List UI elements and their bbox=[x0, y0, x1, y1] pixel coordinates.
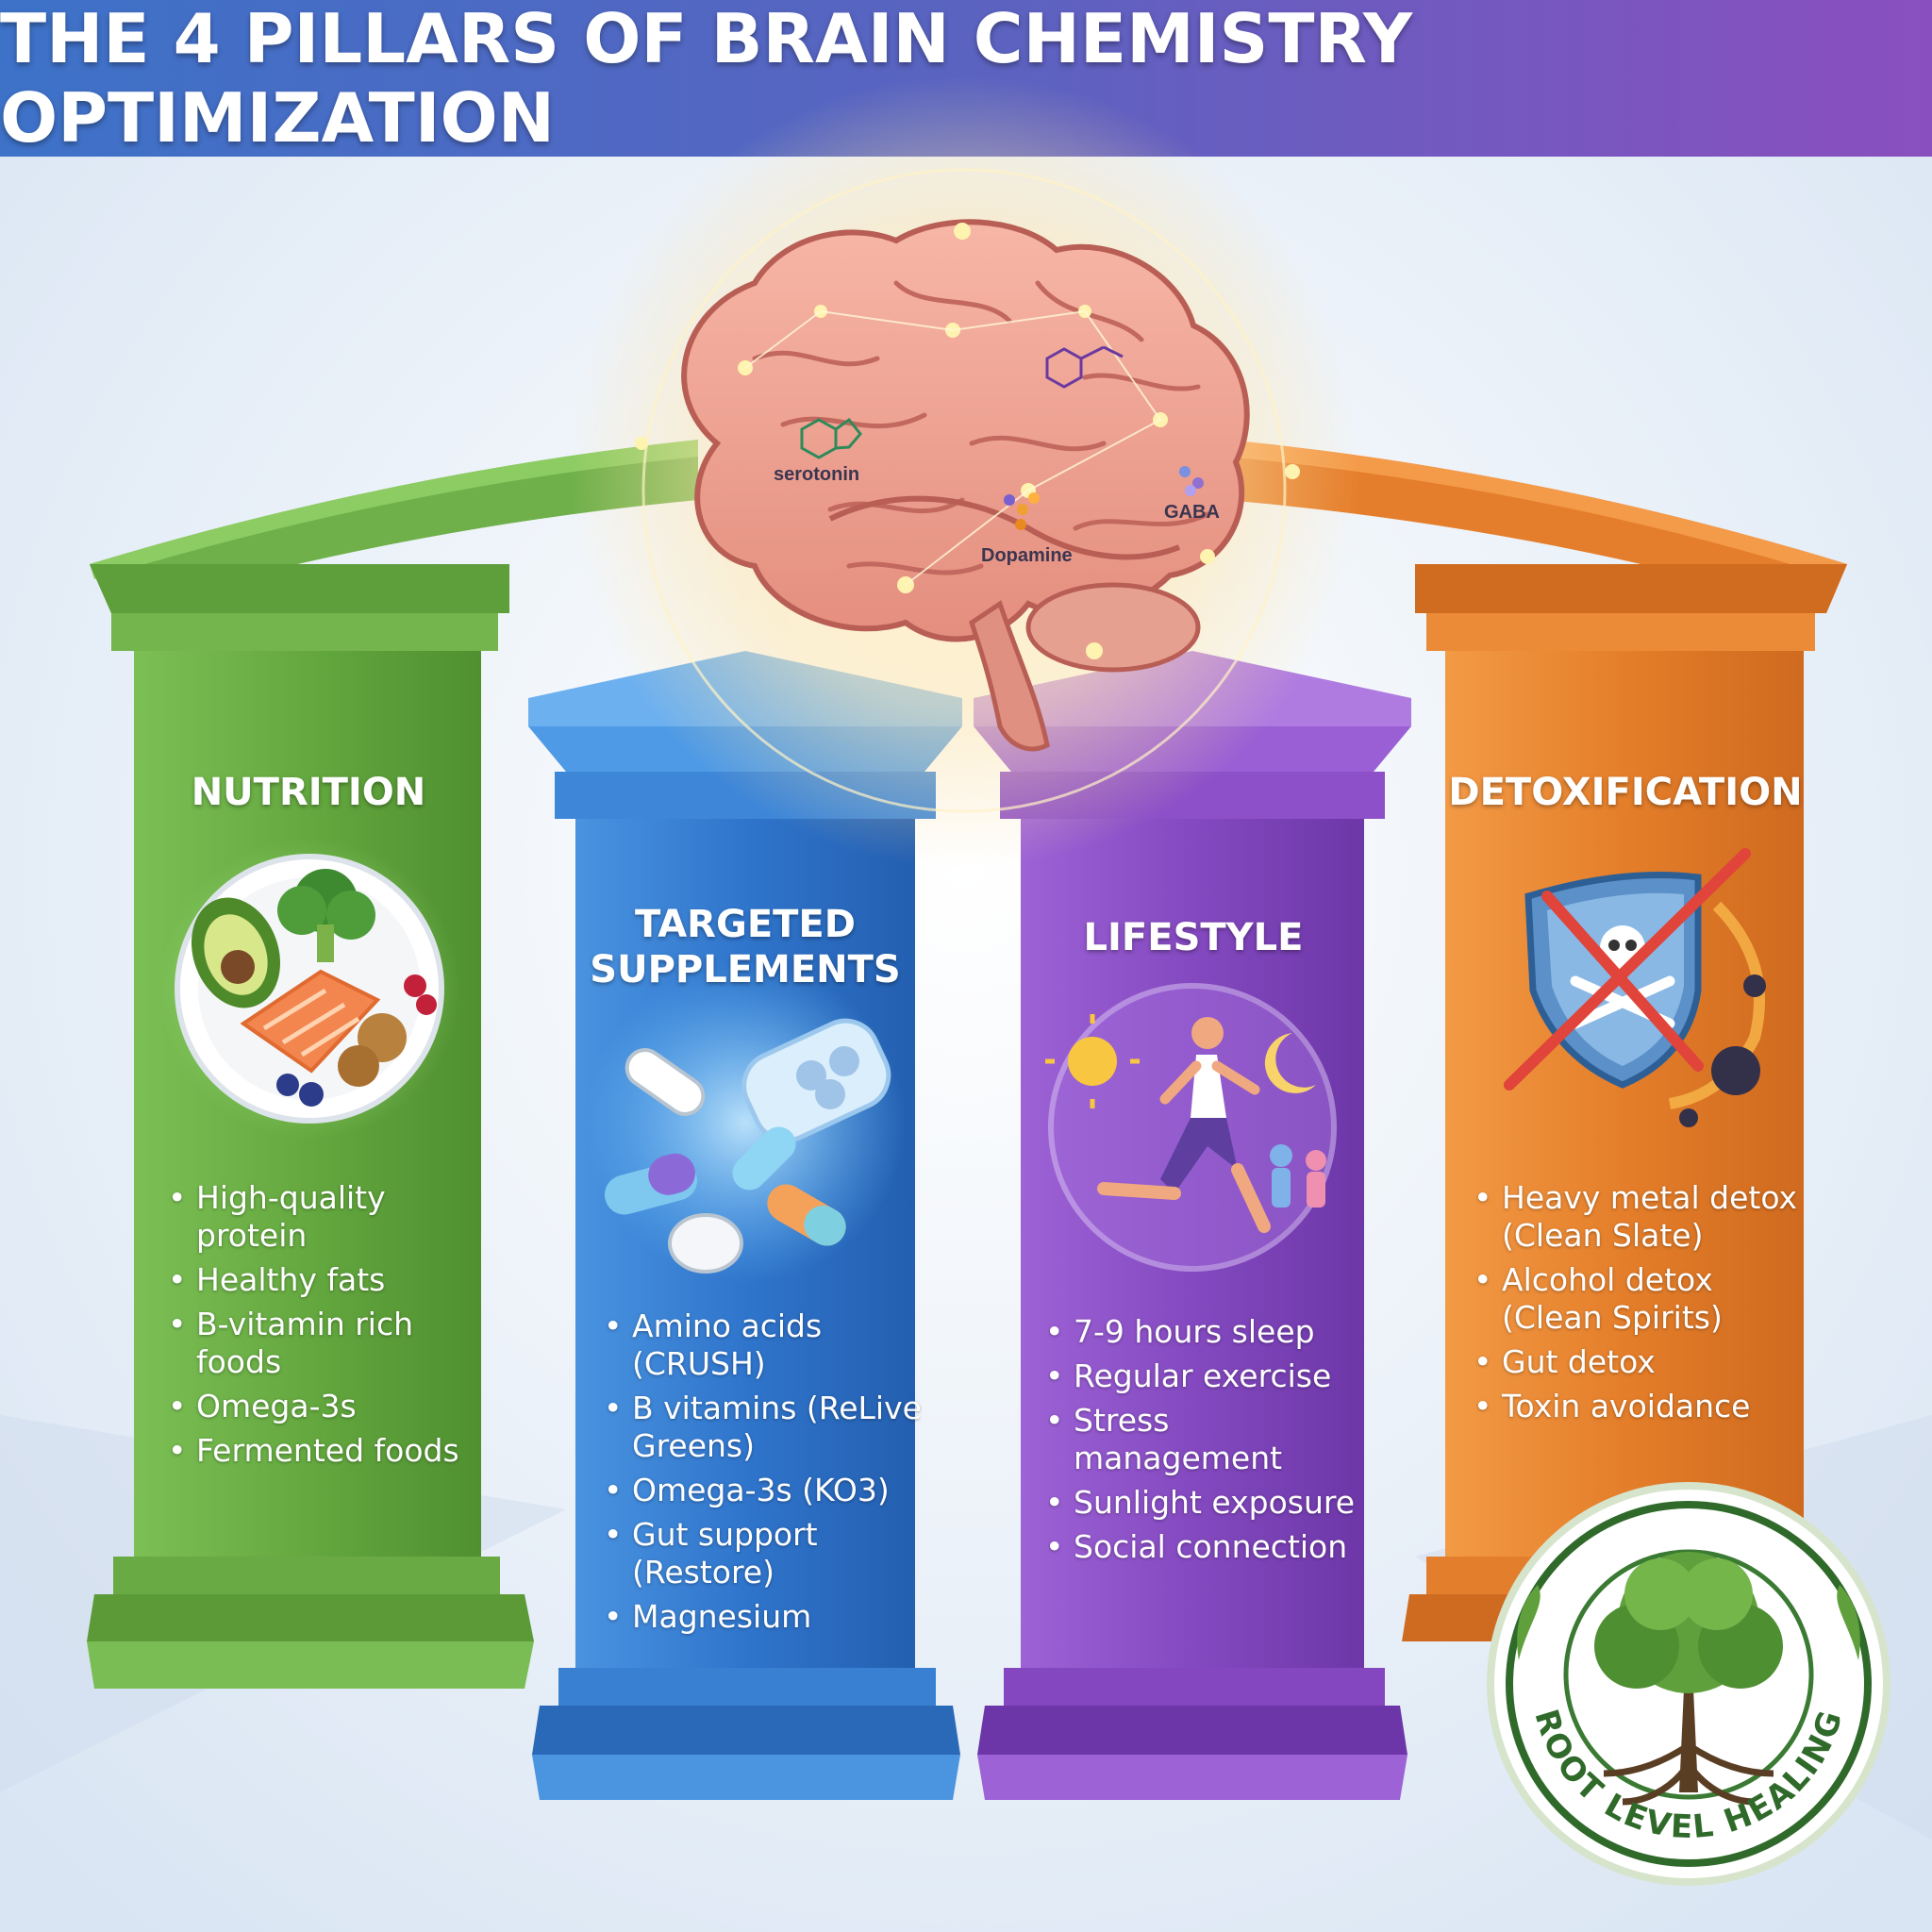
list-item: Amino acids (CRUSH) bbox=[604, 1307, 924, 1383]
brain-illustration bbox=[635, 219, 1300, 752]
list-item: Gut support (Restore) bbox=[604, 1516, 924, 1591]
list-item: Omega-3s bbox=[168, 1388, 489, 1425]
list-item: Stress management bbox=[1045, 1402, 1366, 1477]
food-plate-icon bbox=[158, 838, 460, 1140]
list-item: B vitamins (ReLive Greens) bbox=[604, 1390, 924, 1465]
list-item: 7-9 hours sleep bbox=[1045, 1313, 1366, 1351]
root-level-healing-logo bbox=[1487, 1482, 1890, 1886]
list-item: Heavy metal detox (Clean Slate) bbox=[1474, 1179, 1813, 1255]
supplement-pills-icon bbox=[585, 962, 906, 1283]
pillar-title-nutrition: NUTRITION bbox=[191, 771, 426, 814]
shield-toxin-icon bbox=[1504, 848, 1766, 1127]
list-item: Alcohol detox (Clean Spirits) bbox=[1474, 1261, 1813, 1337]
list-item: High-quality protein bbox=[168, 1179, 489, 1255]
page-title: THE 4 PILLARS OF BRAIN CHEMISTRY OPTIMIZ… bbox=[0, 0, 1413, 158]
lifestyle-list: 7-9 hours sleep Regular exercise Stress … bbox=[1045, 1313, 1366, 1573]
dopamine-label: Dopamine bbox=[981, 545, 1073, 566]
list-item: Gut detox bbox=[1474, 1343, 1813, 1381]
list-item: Omega-3s (KO3) bbox=[604, 1472, 924, 1509]
list-item: Toxin avoidance bbox=[1474, 1388, 1813, 1425]
list-item: Social connection bbox=[1045, 1528, 1366, 1566]
pillar-title-lifestyle: LIFESTYLE bbox=[1083, 916, 1304, 959]
pillar-title-detoxification: DETOXIFICATION bbox=[1448, 771, 1803, 814]
list-item: B-vitamin rich foods bbox=[168, 1306, 489, 1381]
detoxification-list: Heavy metal detox (Clean Slate) Alcohol … bbox=[1474, 1179, 1813, 1432]
pillar-title-supplements: TARGETED SUPPLEMENTS bbox=[590, 903, 901, 991]
list-item: Magnesium bbox=[604, 1598, 924, 1636]
nutrition-list: High-quality protein Healthy fats B-vita… bbox=[168, 1179, 489, 1476]
pillar-detox-shape bbox=[1402, 564, 1847, 1641]
serotonin-label: serotonin bbox=[774, 464, 860, 485]
runner-sun-moon-icon bbox=[1045, 983, 1337, 1272]
list-item: Healthy fats bbox=[168, 1261, 489, 1299]
list-item: Sunlight exposure bbox=[1045, 1484, 1366, 1522]
gaba-label: GABA bbox=[1164, 502, 1220, 523]
header-banner: THE 4 PILLARS OF BRAIN CHEMISTRY OPTIMIZ… bbox=[0, 0, 1932, 158]
list-item: Fermented foods bbox=[168, 1432, 489, 1470]
supplements-list: Amino acids (CRUSH) B vitamins (ReLive G… bbox=[604, 1307, 924, 1642]
list-item: Regular exercise bbox=[1045, 1357, 1366, 1395]
